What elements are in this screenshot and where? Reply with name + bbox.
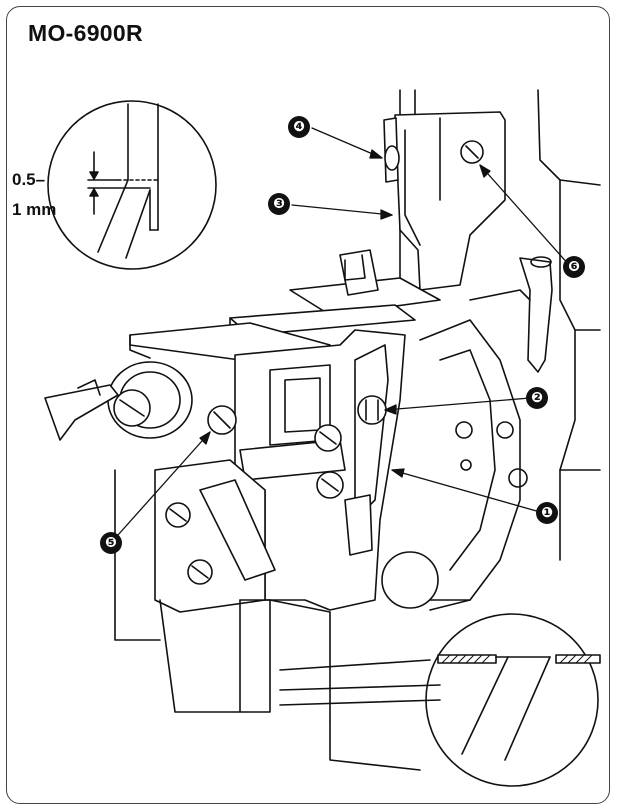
model-title: MO-6900R — [28, 20, 143, 46]
detail-inset-bottom-right — [425, 613, 601, 787]
callout-4: ❹ — [288, 116, 310, 138]
left-wheel — [44, 361, 237, 441]
callout-6: ❻ — [563, 256, 585, 278]
dimension-label-top: 0.5– — [12, 170, 46, 189]
dimension-label-bottom: 1 mm — [12, 200, 57, 219]
base-block — [114, 459, 471, 771]
knife-bracket — [234, 329, 406, 611]
callout-3: ❸ — [268, 193, 290, 215]
callout-5: ❺ — [100, 532, 122, 554]
callout-1: ❶ — [536, 502, 558, 524]
leader-lines — [117, 127, 571, 536]
callout-2: ❷ — [526, 387, 548, 409]
presser-assembly — [383, 111, 506, 291]
detail-inset-top-left — [47, 100, 217, 270]
diagram-frame — [6, 6, 610, 804]
